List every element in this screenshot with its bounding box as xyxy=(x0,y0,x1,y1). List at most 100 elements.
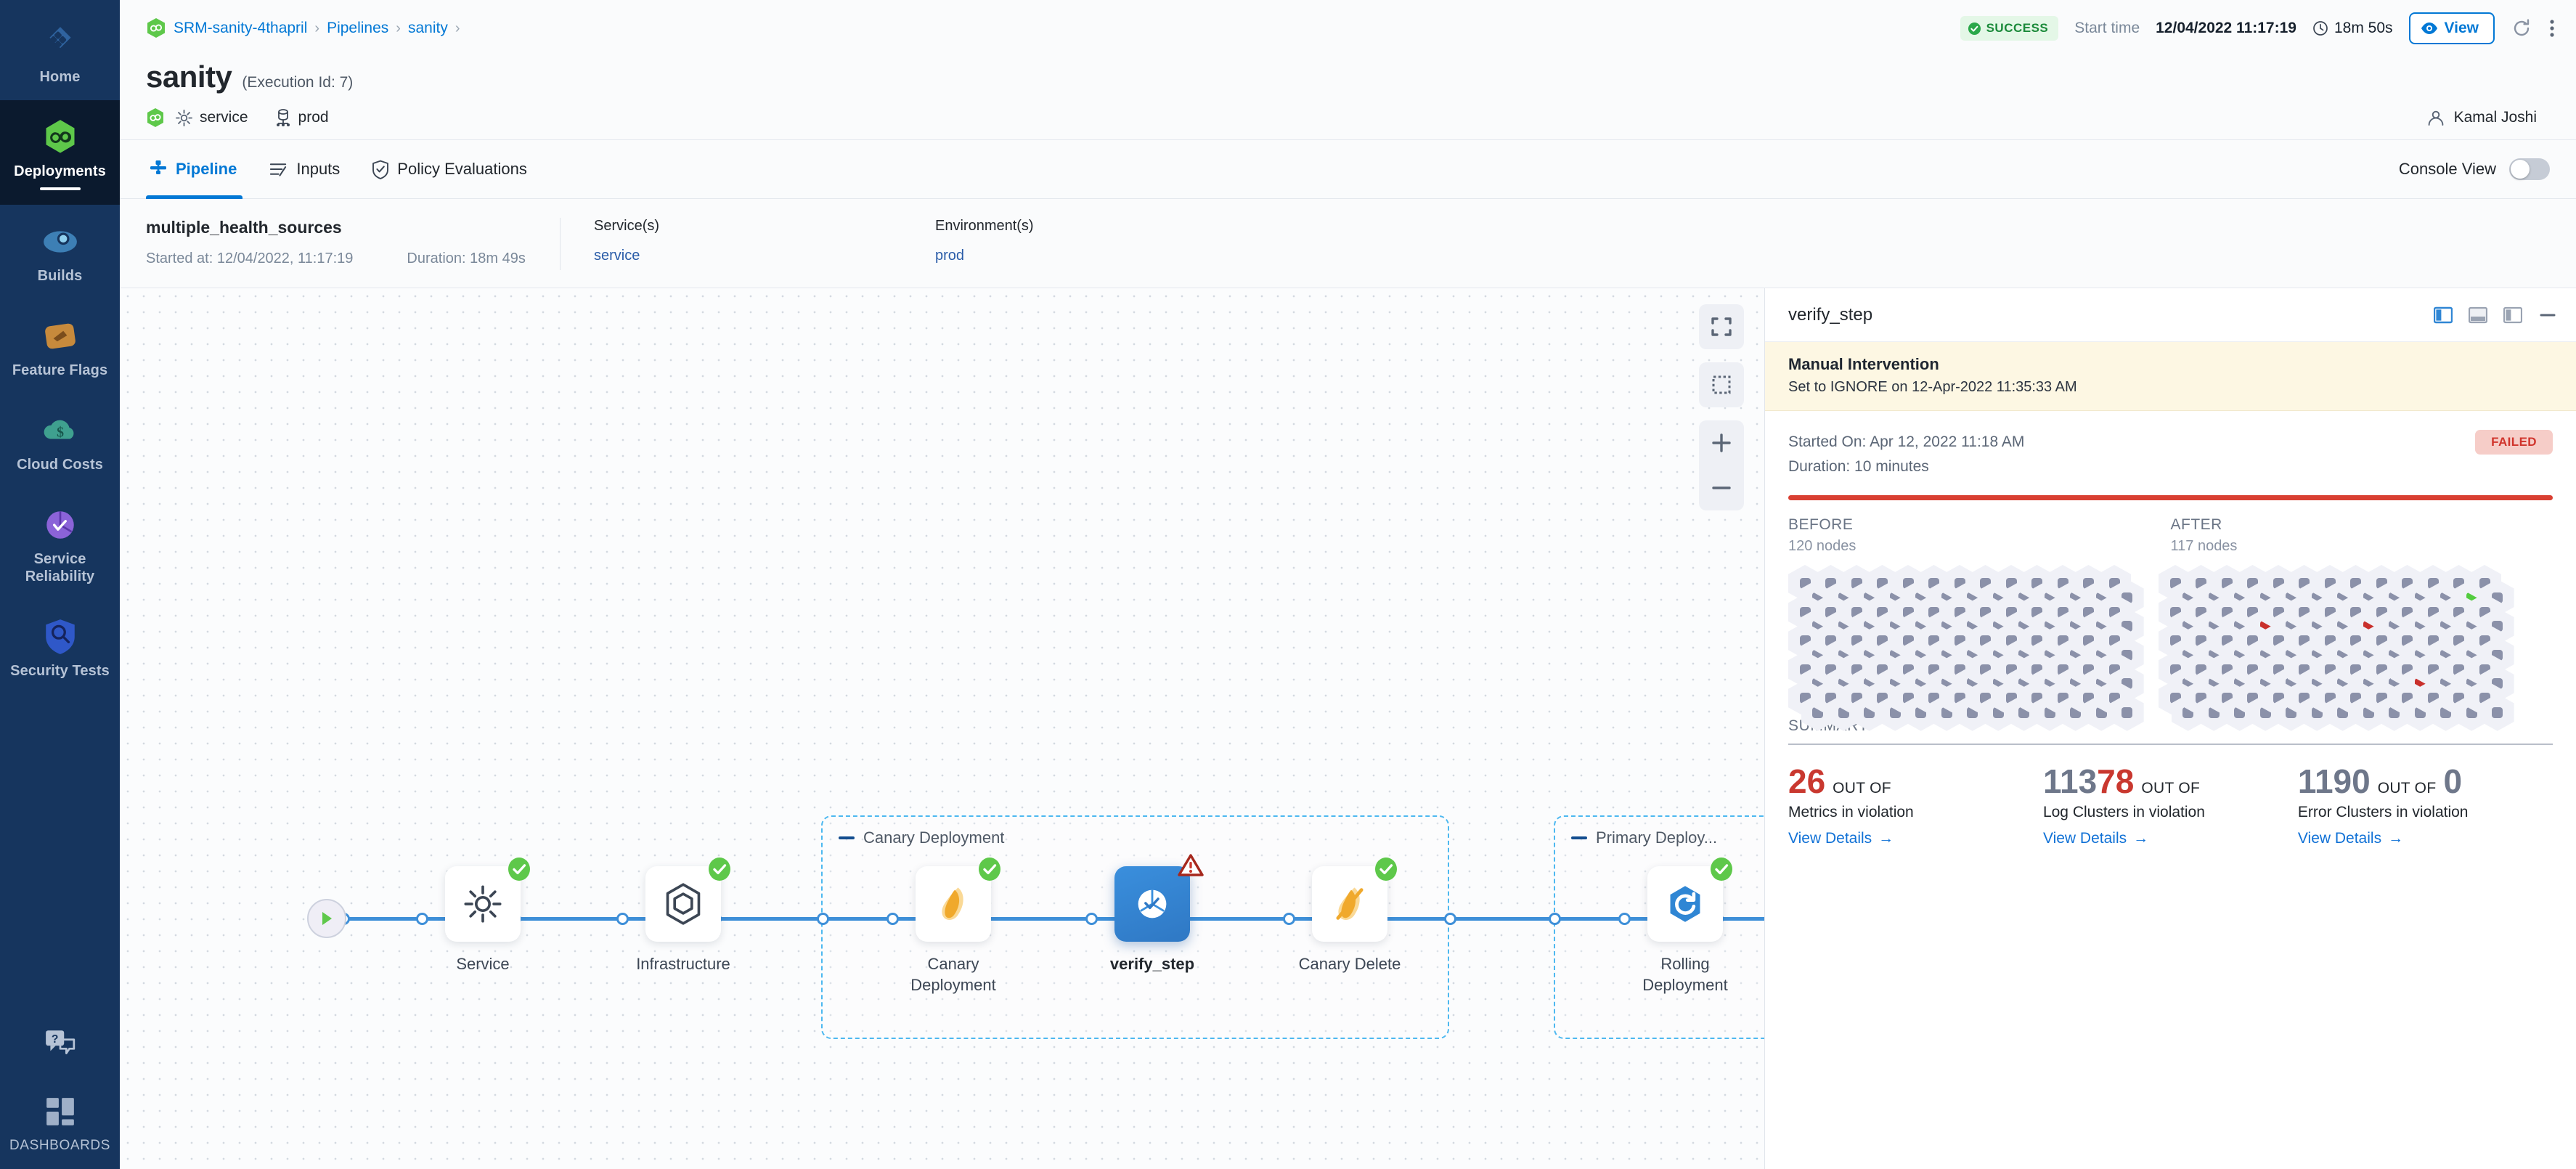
sidebar-item-service-reliability[interactable]: Service Reliability xyxy=(0,488,120,600)
meta-row: service prod xyxy=(146,107,2550,128)
refresh-icon[interactable] xyxy=(2511,17,2532,39)
builds-icon xyxy=(3,221,117,263)
sidebar-item-dashboards[interactable]: DASHBOARDS xyxy=(0,1075,120,1169)
user-avatar-icon xyxy=(2426,108,2445,127)
sidebar-item-label: Feature Flags xyxy=(12,362,108,378)
page-title: sanity xyxy=(146,60,232,94)
tab-policy-evaluations[interactable]: Policy Evaluations xyxy=(356,139,543,199)
view-details-link[interactable]: View Details → xyxy=(1788,830,1894,847)
minimize-icon[interactable] xyxy=(2538,309,2557,322)
pipeline-node-canary-deployment[interactable]: Canary Deployment xyxy=(888,858,1019,995)
sidebar-item-deployments[interactable]: Deployments xyxy=(0,100,120,205)
environments-label: Environment(s) xyxy=(935,218,1034,234)
group-label-text: Canary Deployment xyxy=(863,828,1005,847)
sidebar-item-label: Cloud Costs xyxy=(17,457,103,473)
tab-bar: Pipeline Inputs xyxy=(120,139,2576,199)
svg-text:?: ? xyxy=(51,1033,58,1046)
sidebar-item-help[interactable]: ? xyxy=(0,1012,120,1075)
notice-title: Manual Intervention xyxy=(1788,355,1939,373)
panel-left-icon[interactable] xyxy=(2434,306,2453,325)
sidebar-item-label: DASHBOARDS xyxy=(9,1138,111,1153)
view-details-link[interactable]: View Details → xyxy=(2298,830,2403,847)
stage-started-at: Started at: 12/04/2022, 11:17:19 xyxy=(146,250,354,266)
page-title-block: sanity (Execution Id: 7) xyxy=(120,57,2576,128)
sidebar-item-builds[interactable]: Builds xyxy=(0,205,120,299)
node-status-success-icon xyxy=(1709,857,1734,885)
node-box[interactable] xyxy=(1114,854,1204,942)
pipeline-node-canary-delete[interactable]: Canary Delete xyxy=(1284,858,1415,974)
service-chip-label: service xyxy=(200,109,248,126)
pipeline-canvas[interactable]: Canary Deployment Primary Deploy... xyxy=(120,288,1764,1169)
node-label: Infrastructure xyxy=(636,955,730,973)
project-infinity-icon xyxy=(146,17,166,39)
more-vertical-icon[interactable] xyxy=(2548,17,2556,39)
node-label: Canary Delete xyxy=(1298,955,1401,973)
pipeline-icon xyxy=(149,160,168,179)
pipeline-start-node[interactable] xyxy=(307,899,346,938)
main-column: SRM-sanity-4thapril › Pipelines › sanity… xyxy=(120,0,2576,1169)
gear-icon xyxy=(462,884,503,924)
sidebar-item-label: Deployments xyxy=(14,163,106,179)
pipeline-node-rolling-deployment[interactable]: Rolling Deployment xyxy=(1620,858,1750,995)
pipeline-graph: Canary Deployment Primary Deploy... xyxy=(120,288,1764,1169)
breadcrumb-item-pipelines[interactable]: Pipelines xyxy=(327,20,389,36)
collapse-dash-icon[interactable] xyxy=(839,836,855,839)
panel-bottom-icon[interactable] xyxy=(2469,306,2487,325)
select-area-icon[interactable] xyxy=(1699,362,1744,407)
node-box[interactable] xyxy=(645,858,730,942)
run-meta-row: Started On: Apr 12, 2022 11:18 AM Durati… xyxy=(1788,430,2553,479)
connector-dot xyxy=(1283,913,1295,925)
stat-line: 1190 OUT OF 0 xyxy=(2298,762,2537,800)
view-details-link[interactable]: View Details → xyxy=(2043,830,2148,847)
zoom-in-icon[interactable] xyxy=(1699,420,1744,465)
sidebar-item-home[interactable]: Home xyxy=(0,6,120,100)
active-indicator xyxy=(39,187,81,190)
node-label: verify_step xyxy=(1109,955,1195,973)
node-label: Canary Deployment xyxy=(910,955,996,994)
cloud-costs-icon: $ xyxy=(3,410,117,452)
eye-icon xyxy=(2421,22,2438,35)
pipeline-node-verify-step[interactable]: verify_step xyxy=(1087,854,1218,974)
fit-screen-icon[interactable] xyxy=(1699,304,1744,349)
collapse-dash-icon[interactable] xyxy=(1571,836,1587,839)
stat-number-total: 0 xyxy=(2443,762,2463,800)
database-icon xyxy=(274,108,292,127)
sidebar-item-feature-flags[interactable]: Feature Flags xyxy=(0,299,120,394)
zoom-out-icon[interactable] xyxy=(1699,465,1744,510)
start-time-label: Start time xyxy=(2074,20,2140,36)
breadcrumb-item-project[interactable]: SRM-sanity-4thapril xyxy=(174,20,308,36)
stat-error-clusters-in-violation: 1190 OUT OF 0 Error Clusters in violatio… xyxy=(2298,762,2553,847)
sidebar-item-security-tests[interactable]: Security Tests xyxy=(0,600,120,694)
node-box[interactable] xyxy=(916,858,1000,942)
panel-title: verify_step xyxy=(1788,304,1873,325)
panel-right-icon[interactable] xyxy=(2503,306,2522,325)
tab-label: Policy Evaluations xyxy=(397,160,527,178)
rolling-deployment-icon xyxy=(1666,884,1705,924)
pipeline-node-infrastructure[interactable]: Infrastructure xyxy=(618,858,749,974)
view-button[interactable]: View xyxy=(2408,12,2495,44)
tab-pipeline[interactable]: Pipeline xyxy=(146,139,253,199)
node-box[interactable] xyxy=(445,858,530,942)
stat-outof: OUT OF xyxy=(1833,780,1891,797)
pipeline-node-service[interactable]: Service xyxy=(417,858,548,974)
before-after-headers: BEFORE 120 nodes AFTER 117 nodes xyxy=(1788,516,2553,555)
svg-text:$: $ xyxy=(57,424,64,440)
environments-value[interactable]: prod xyxy=(935,248,965,264)
node-box[interactable] xyxy=(1312,858,1397,942)
console-view-switch[interactable] xyxy=(2509,158,2550,180)
services-value[interactable]: service xyxy=(594,248,640,264)
user-chip[interactable]: Kamal Joshi xyxy=(2426,108,2550,127)
view-button-label: View xyxy=(2444,20,2479,36)
breadcrumb-item-sanity[interactable]: sanity xyxy=(407,20,448,36)
stat-outof: OUT OF xyxy=(2377,780,2437,797)
sidebar-item-cloud-costs[interactable]: $ Cloud Costs xyxy=(0,394,120,488)
stat-number: 1190 xyxy=(2297,762,2371,800)
services-label: Service(s) xyxy=(594,218,660,234)
summary-divider xyxy=(1788,744,2553,745)
tab-inputs[interactable]: Inputs xyxy=(253,139,356,199)
stat-line: 11378 OUT OF xyxy=(2043,762,2282,800)
connector-dot xyxy=(616,913,629,925)
connector-dot xyxy=(416,913,428,925)
node-box[interactable] xyxy=(1647,858,1732,942)
